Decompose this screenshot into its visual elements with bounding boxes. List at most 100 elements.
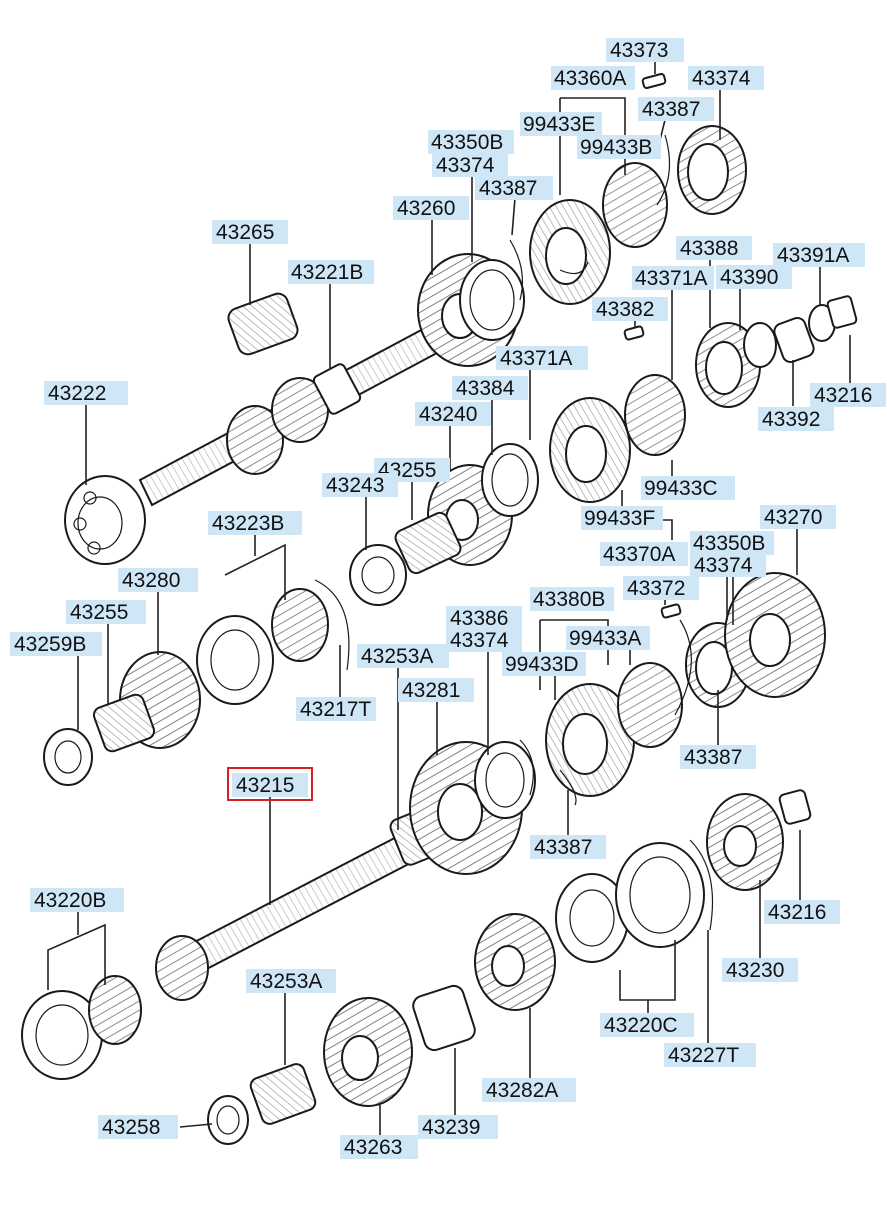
part-label[interactable]: 43230 [722, 958, 798, 982]
part-label[interactable]: 43220B [30, 888, 124, 912]
svg-text:43373: 43373 [610, 39, 668, 62]
clutch-hub [602, 162, 668, 248]
svg-text:43350B: 43350B [693, 532, 765, 555]
svg-text:43222: 43222 [48, 382, 106, 405]
svg-text:43382: 43382 [596, 298, 654, 321]
part-label[interactable]: 43217T [296, 697, 376, 721]
highlight-box-43215 [227, 767, 313, 801]
svg-text:43386: 43386 [450, 607, 508, 630]
key-43373 [641, 72, 667, 90]
svg-text:43371A: 43371A [500, 347, 572, 370]
svg-text:43265: 43265 [216, 221, 274, 244]
part-label[interactable]: 43260 [393, 196, 469, 220]
part-label[interactable]: 99433B [577, 135, 661, 159]
svg-text:43388: 43388 [680, 237, 738, 260]
synchro-ring-43374-low [474, 741, 536, 819]
part-label[interactable]: 43392 [758, 407, 834, 431]
needle-bearing-43253A-lower [249, 1063, 317, 1125]
svg-text:43243: 43243 [326, 474, 384, 497]
part-label[interactable]: 43391A [773, 243, 865, 267]
part-label[interactable]: 43387 [680, 745, 756, 769]
part-label[interactable]: 43374 [688, 66, 764, 90]
collar-43259B [43, 728, 93, 786]
part-label[interactable]: 43270 [760, 505, 836, 529]
main-shaft-43215 [155, 828, 426, 1001]
part-label[interactable]: 99433A [566, 626, 650, 650]
svg-text:43372: 43372 [627, 577, 685, 600]
snap-rings-upper [509, 134, 671, 301]
svg-text:43391A: 43391A [777, 244, 849, 267]
part-label[interactable]: 43370A [600, 542, 688, 566]
part-label[interactable]: 43253A [246, 969, 336, 993]
part-label[interactable]: 43350B [428, 130, 514, 154]
svg-text:43350B: 43350B [431, 131, 503, 154]
part-label[interactable]: 43371A [632, 266, 714, 290]
part-label[interactable]: 99433F [581, 506, 663, 530]
part-label[interactable]: 43227T [664, 1043, 756, 1067]
clutch-hub-lower [617, 662, 683, 748]
svg-text:43371A: 43371A [635, 267, 707, 290]
part-label[interactable]: 43265 [212, 220, 288, 244]
input-gear-cluster [226, 363, 362, 475]
part-label[interactable]: 43223B [208, 511, 302, 535]
part-label[interactable]: 43384 [452, 376, 528, 400]
svg-text:99433C: 99433C [644, 477, 718, 500]
part-label[interactable]: 43388 [676, 236, 752, 260]
bearing-43222 [64, 475, 146, 565]
part-label[interactable]: 43387 [530, 835, 606, 859]
part-label[interactable]: 43374 [446, 628, 522, 652]
snap-ring-43217T [314, 579, 350, 671]
part-label[interactable]: 43282A [482, 1078, 576, 1102]
part-label[interactable]: 43215 [232, 773, 308, 797]
spacer-43392 [773, 316, 815, 364]
part-label[interactable]: 43216 [764, 900, 840, 924]
part-label[interactable]: 43371A [496, 346, 588, 370]
synchro-ring-43374-upper [459, 259, 525, 341]
svg-text:43215: 43215 [236, 774, 294, 797]
part-label[interactable]: 99433D [502, 652, 586, 676]
part-label[interactable]: 43222 [44, 381, 128, 405]
hub-sleeve-43380B [545, 683, 635, 797]
part-label[interactable]: 43386 [446, 606, 522, 630]
part-label[interactable]: 43255 [66, 600, 146, 624]
bearing-43220C [555, 842, 705, 963]
svg-text:43387: 43387 [534, 836, 592, 859]
svg-text:43374: 43374 [692, 67, 751, 90]
part-label[interactable]: 43216 [810, 383, 886, 407]
svg-text:43374: 43374 [436, 154, 495, 177]
part-label[interactable]: 43390 [716, 265, 792, 289]
part-label[interactable]: 43382 [592, 297, 668, 321]
key-43382 [623, 325, 645, 341]
part-label[interactable]: 43380B [530, 587, 614, 611]
part-label[interactable]: 43387 [475, 176, 553, 200]
part-label[interactable]: 43239 [418, 1115, 498, 1139]
part-label[interactable]: 43374 [432, 153, 508, 177]
svg-text:99433B: 99433B [580, 136, 652, 159]
svg-text:99433D: 99433D [505, 653, 579, 676]
svg-text:43392: 43392 [762, 408, 820, 431]
part-label[interactable]: 43372 [623, 576, 699, 600]
part-label[interactable]: 43258 [98, 1115, 178, 1139]
part-label[interactable]: 99433E [520, 112, 602, 136]
svg-text:43258: 43258 [102, 1116, 160, 1139]
part-label[interactable]: 43243 [322, 473, 398, 497]
part-label[interactable]: 43259B [10, 632, 102, 656]
part-label[interactable]: 43387 [638, 97, 714, 121]
part-label[interactable]: 43220C [600, 1013, 694, 1037]
svg-text:43380B: 43380B [533, 588, 605, 611]
part-label[interactable]: 43240 [415, 402, 491, 426]
part-label[interactable]: 43350B [690, 531, 774, 555]
part-label[interactable]: 43360A [551, 66, 635, 90]
part-label[interactable]: 43373 [606, 38, 684, 62]
svg-text:43280: 43280 [122, 569, 180, 592]
part-label[interactable]: 43253A [357, 644, 449, 668]
svg-text:43387: 43387 [684, 746, 742, 769]
part-label[interactable]: 43281 [398, 678, 474, 702]
part-label[interactable]: 43374 [690, 553, 766, 577]
svg-text:43370A: 43370A [603, 543, 675, 566]
part-label[interactable]: 43221B [288, 260, 374, 284]
part-label[interactable]: 43263 [340, 1135, 418, 1159]
part-label[interactable]: 99433C [641, 476, 735, 500]
part-label[interactable]: 43280 [118, 568, 198, 592]
